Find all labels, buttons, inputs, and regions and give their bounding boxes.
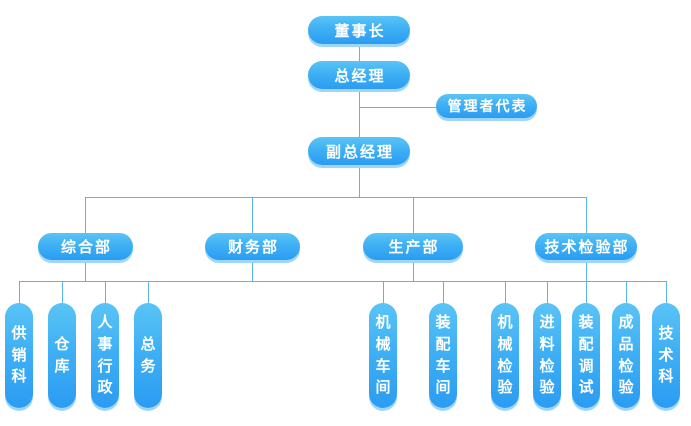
connector-stub xyxy=(443,281,444,303)
connector-stub xyxy=(626,281,627,303)
node-general-affairs: 总 务 xyxy=(134,303,162,408)
connector-chairman-gm xyxy=(359,44,360,61)
connector-stub xyxy=(19,281,20,303)
node-warehouse: 仓 库 xyxy=(48,303,76,408)
node-finished-product-inspection: 成 品 检 验 xyxy=(612,303,640,408)
connector-stub xyxy=(547,281,548,303)
connector-deputy-departments xyxy=(359,165,360,197)
connector-drop xyxy=(85,260,86,281)
node-chairman: 董事长 xyxy=(308,16,410,44)
node-hr-admin: 人 事 行 政 xyxy=(91,303,119,408)
connector-drop xyxy=(586,260,587,281)
node-supply-sales-section: 供 销 科 xyxy=(5,303,33,408)
node-deputy-general-manager: 副总经理 xyxy=(308,137,410,165)
connector-drop xyxy=(586,197,587,233)
connector-drop xyxy=(252,260,253,281)
node-dept-tech-inspection: 技术检验部 xyxy=(535,233,637,260)
node-assembly-debugging: 装 配 调 试 xyxy=(572,303,600,408)
node-dept-finance: 财务部 xyxy=(205,233,300,260)
department-bus-line xyxy=(85,197,587,198)
node-machinery-workshop: 机 械 车 间 xyxy=(369,303,397,408)
connector-stub xyxy=(666,281,667,303)
connector-drop xyxy=(413,197,414,233)
connector-stub xyxy=(105,281,106,303)
node-general-manager: 总经理 xyxy=(308,61,410,89)
connector-drop xyxy=(85,197,86,233)
connector-stub xyxy=(62,281,63,303)
node-machinery-inspection: 机 械 检 验 xyxy=(491,303,519,408)
connector-stub xyxy=(505,281,506,303)
node-dept-production: 生产部 xyxy=(363,233,463,260)
connector-gm-deputy xyxy=(359,89,360,137)
section-bus-line xyxy=(19,281,667,282)
node-assembly-workshop: 装 配 车 间 xyxy=(429,303,457,408)
node-incoming-inspection: 进 料 检 验 xyxy=(533,303,561,408)
node-management-representative: 管理者代表 xyxy=(436,94,537,118)
node-dept-general: 综合部 xyxy=(38,233,133,260)
connector-stub xyxy=(383,281,384,303)
connector-stub xyxy=(586,281,587,303)
connector-drop xyxy=(413,260,414,281)
connector-stub xyxy=(148,281,149,303)
connector-gm-representative xyxy=(359,107,436,108)
connector-drop xyxy=(252,197,253,233)
node-technical-section: 技 术 科 xyxy=(652,303,680,408)
